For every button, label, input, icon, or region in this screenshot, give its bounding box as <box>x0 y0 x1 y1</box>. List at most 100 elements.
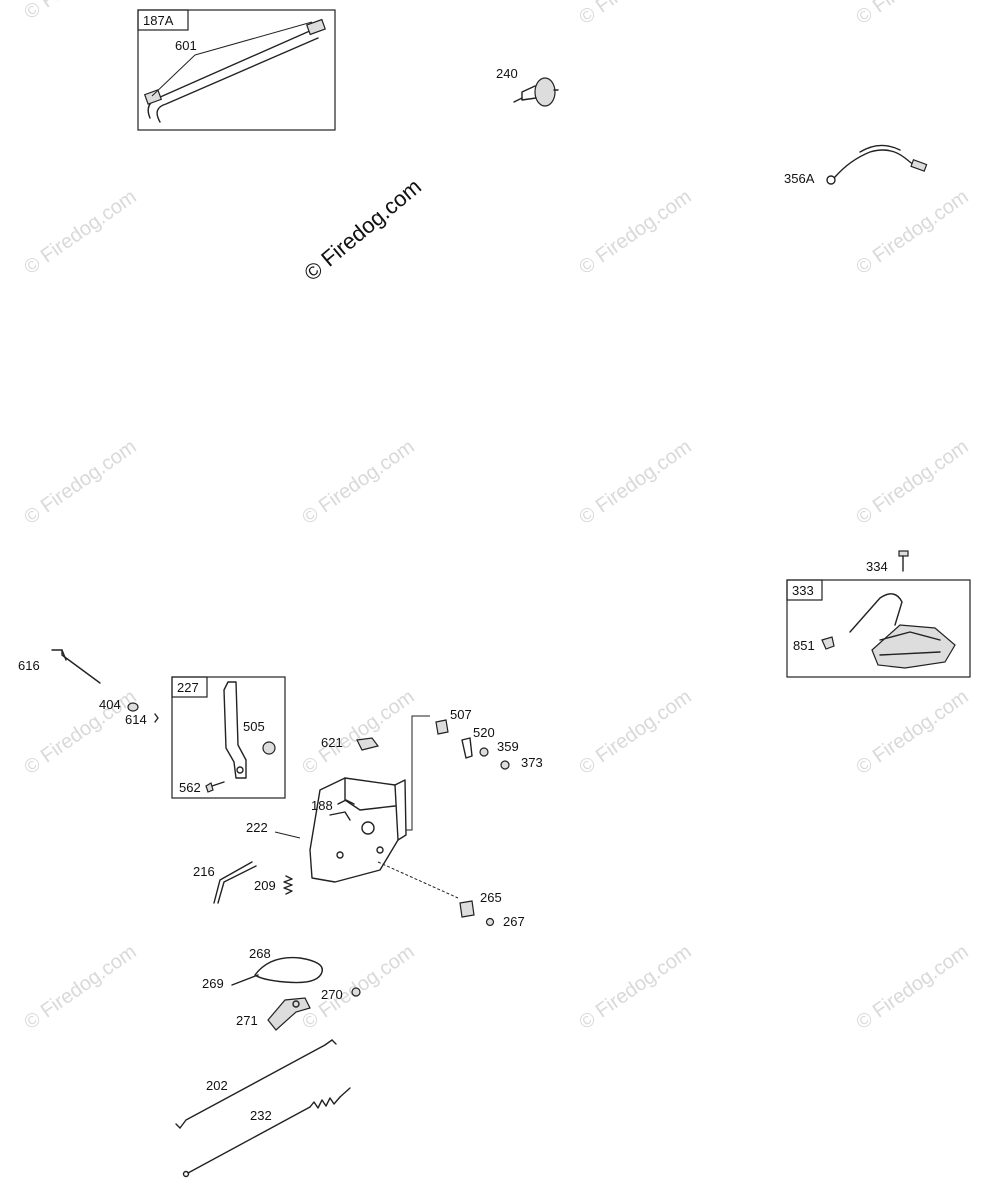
wire-connector-icon <box>910 159 928 172</box>
group-187A[interactable]: 187A 601 <box>137 9 336 131</box>
washer-icon <box>479 747 489 757</box>
part-520[interactable]: 520 <box>461 725 495 759</box>
part-359[interactable]: 359 <box>479 739 519 757</box>
spring-coil-icon <box>309 1096 341 1109</box>
part-271[interactable]: 271 <box>236 997 311 1031</box>
control-lever-icon <box>267 997 311 1031</box>
watermark: © Firedog.com <box>298 686 418 779</box>
fuel-filter-icon <box>534 77 556 107</box>
nut-icon <box>351 987 361 997</box>
part-label-520: 520 <box>473 725 495 740</box>
part-404[interactable]: 404 <box>99 697 139 712</box>
watermark: © Firedog.com <box>575 186 695 279</box>
part-209[interactable]: 209 <box>254 875 293 895</box>
part-label-202: 202 <box>206 1078 228 1093</box>
ignition-armature-icon <box>871 624 956 669</box>
watermark: © Firedog.com <box>20 436 140 529</box>
watermark: © Firedog.com <box>852 0 972 29</box>
bolt-head-icon <box>205 782 214 793</box>
part-label-373: 373 <box>521 755 543 770</box>
spring-icon <box>283 875 293 895</box>
watermark: © Firedog.com <box>852 941 972 1034</box>
part-240[interactable]: 240 <box>496 66 559 107</box>
fuel-line-icon <box>147 29 313 119</box>
group-333-label: 333 <box>792 583 814 598</box>
part-507[interactable]: 507 <box>435 707 472 735</box>
watermark: © Firedog.com <box>298 941 418 1034</box>
part-label-209: 209 <box>254 878 276 893</box>
part-188[interactable]: 188 <box>311 798 355 813</box>
spring-link-end <box>339 1087 351 1098</box>
watermark: © Firedog.com <box>298 436 418 529</box>
ground-wire-loop <box>859 144 901 153</box>
part-267[interactable]: 267 <box>485 914 525 929</box>
bracket-hole <box>336 851 344 859</box>
watermark: © Firedog.com <box>575 436 695 529</box>
part-265[interactable]: 265 <box>459 890 502 918</box>
part-614[interactable]: 614 <box>125 712 159 727</box>
part-232[interactable]: 232 <box>182 1087 351 1178</box>
group-333-tag <box>786 579 823 601</box>
part-label-507: 507 <box>450 707 472 722</box>
screw-icon <box>485 917 495 927</box>
armature-coil-detail <box>879 631 941 641</box>
part-label-621: 621 <box>321 735 343 750</box>
assembly-line <box>406 715 430 831</box>
part-334[interactable]: 334 <box>866 550 909 574</box>
part-373[interactable]: 373 <box>500 755 543 770</box>
lever-pivot <box>292 1000 300 1008</box>
part-label-188: 188 <box>311 798 333 813</box>
clip-icon <box>154 713 159 723</box>
part-label-616: 616 <box>18 658 40 673</box>
bolt-shank <box>211 781 225 787</box>
control-bracket-flange <box>344 777 396 811</box>
part-label-240: 240 <box>496 66 518 81</box>
group-187A-tag <box>137 9 189 31</box>
leader-line <box>151 21 313 97</box>
cable-end-icon <box>231 974 259 986</box>
group-227[interactable]: 227 505 562 <box>171 676 286 799</box>
part-label-268: 268 <box>249 946 271 961</box>
spring-link-rod-icon <box>187 1106 311 1174</box>
part-label-359: 359 <box>497 739 519 754</box>
part-268[interactable]: 268 <box>249 946 324 984</box>
watermark: © Firedog.com <box>20 686 140 779</box>
fuel-filter-body <box>521 85 537 101</box>
rod-end-hook <box>331 1039 337 1045</box>
nut-icon <box>262 741 276 755</box>
clamp-icon <box>435 719 449 735</box>
part-label-404: 404 <box>99 697 121 712</box>
watermark: © Firedog.com <box>20 186 140 279</box>
part-616[interactable]: 616 <box>18 649 101 684</box>
watermark: © Firedog.com <box>575 686 695 779</box>
group-333[interactable]: 333 851 <box>786 579 971 678</box>
group-187A-frame <box>137 9 336 131</box>
group-227-frame <box>171 676 286 799</box>
part-269[interactable]: 269 <box>202 974 259 991</box>
governor-rod-tip <box>61 649 67 661</box>
group-227-label: 227 <box>177 680 199 695</box>
part-356A[interactable]: 356A <box>784 144 928 186</box>
nut-icon <box>500 760 510 770</box>
watermark-main: © Firedog.com <box>299 174 426 286</box>
link-rod-icon <box>213 861 253 904</box>
governor-lever-icon <box>223 681 247 779</box>
part-222[interactable]: 222 <box>246 777 407 883</box>
part-label-334: 334 <box>866 559 888 574</box>
part-label-270: 270 <box>321 987 343 1002</box>
part-label-222: 222 <box>246 820 268 835</box>
part-label-267: 267 <box>503 914 525 929</box>
part-label-562: 562 <box>179 780 201 795</box>
bracket-hole <box>376 846 384 854</box>
part-270[interactable]: 270 <box>321 987 361 1002</box>
part-label-271: 271 <box>236 1013 258 1028</box>
governor-rod-icon <box>51 649 101 684</box>
group-187A-label: 187A <box>143 13 174 28</box>
part-202[interactable]: 202 <box>175 1039 337 1129</box>
watermark: © Firedog.com <box>852 436 972 529</box>
hose-clamp-icon <box>143 89 163 105</box>
part-621[interactable]: 621 <box>321 735 380 751</box>
watermark-grid: © Firedog.com © Firedog.com © Firedog.co… <box>20 0 972 1034</box>
part-216[interactable]: 216 <box>193 861 257 904</box>
